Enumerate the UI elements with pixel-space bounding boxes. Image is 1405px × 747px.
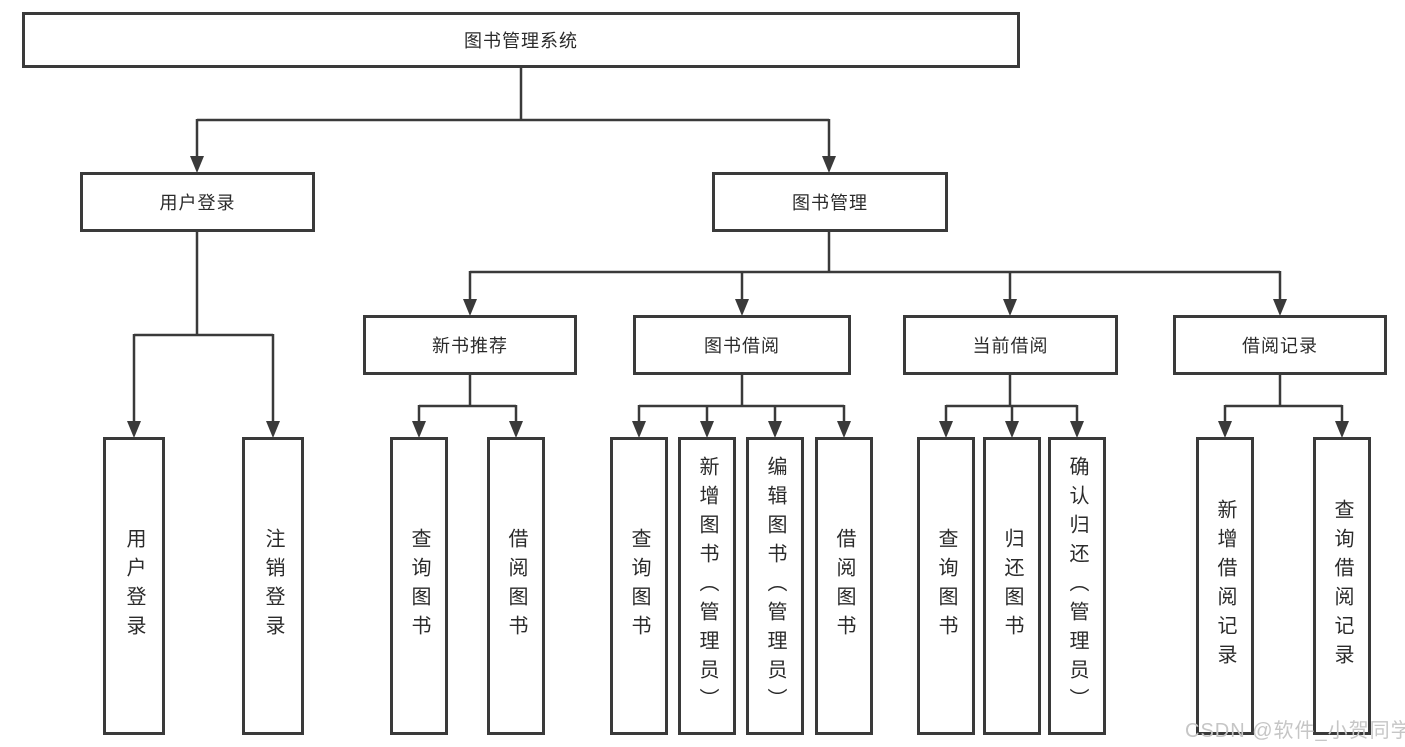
node-label: 图书管理系统 [464, 31, 578, 51]
node-label: 借阅图书 [833, 528, 855, 644]
node-label: 确认归还（管理员） [1066, 455, 1088, 717]
node-current-borrow: 当前借阅 [903, 315, 1118, 375]
node-label: 新增图书（管理员） [696, 455, 718, 717]
node-leaf-query-books-recommend: 查询图书 [390, 437, 448, 735]
node-leaf-logout: 注销登录 [242, 437, 304, 735]
arrowheads [127, 156, 1349, 438]
node-leaf-return-books: 归还图书 [983, 437, 1041, 735]
node-label: 查询借阅记录 [1331, 499, 1353, 673]
node-label: 归还图书 [1001, 528, 1023, 644]
node-label: 用户登录 [123, 528, 145, 644]
node-root-library-system: 图书管理系统 [22, 12, 1020, 68]
node-label: 注销登录 [262, 528, 284, 644]
node-book-borrow: 图书借阅 [633, 315, 851, 375]
node-label: 编辑图书（管理员） [764, 455, 786, 717]
node-label: 查询图书 [408, 528, 430, 644]
node-label: 借阅记录 [1242, 336, 1318, 356]
node-new-book-recommend: 新书推荐 [363, 315, 577, 375]
node-leaf-user-login: 用户登录 [103, 437, 165, 735]
node-book-management: 图书管理 [712, 172, 948, 232]
node-label: 当前借阅 [972, 336, 1049, 356]
node-label: 图书管理 [792, 193, 868, 213]
node-label: 用户登录 [159, 193, 236, 213]
node-leaf-query-borrow-record: 查询借阅记录 [1313, 437, 1371, 735]
node-user-login: 用户登录 [80, 172, 315, 232]
watermark: CSDN @软件_小贺同学 [1185, 720, 1405, 742]
node-label: 查询图书 [935, 528, 957, 644]
node-leaf-add-book-admin: 新增图书（管理员） [678, 437, 736, 735]
node-leaf-confirm-return-admin: 确认归还（管理员） [1048, 437, 1106, 735]
node-leaf-edit-book-admin: 编辑图书（管理员） [746, 437, 804, 735]
node-leaf-add-borrow-record: 新增借阅记录 [1196, 437, 1254, 735]
node-label: 新增借阅记录 [1214, 499, 1236, 673]
node-leaf-borrow-books: 借阅图书 [815, 437, 873, 735]
node-leaf-query-books-current: 查询图书 [917, 437, 975, 735]
node-leaf-borrow-books-recommend: 借阅图书 [487, 437, 545, 735]
node-label: 图书借阅 [704, 336, 780, 356]
node-borrow-records: 借阅记录 [1173, 315, 1387, 375]
node-label: 新书推荐 [432, 336, 508, 356]
node-leaf-query-books-borrow: 查询图书 [610, 437, 668, 735]
node-label: 查询图书 [628, 528, 650, 644]
node-label: 借阅图书 [505, 528, 527, 644]
